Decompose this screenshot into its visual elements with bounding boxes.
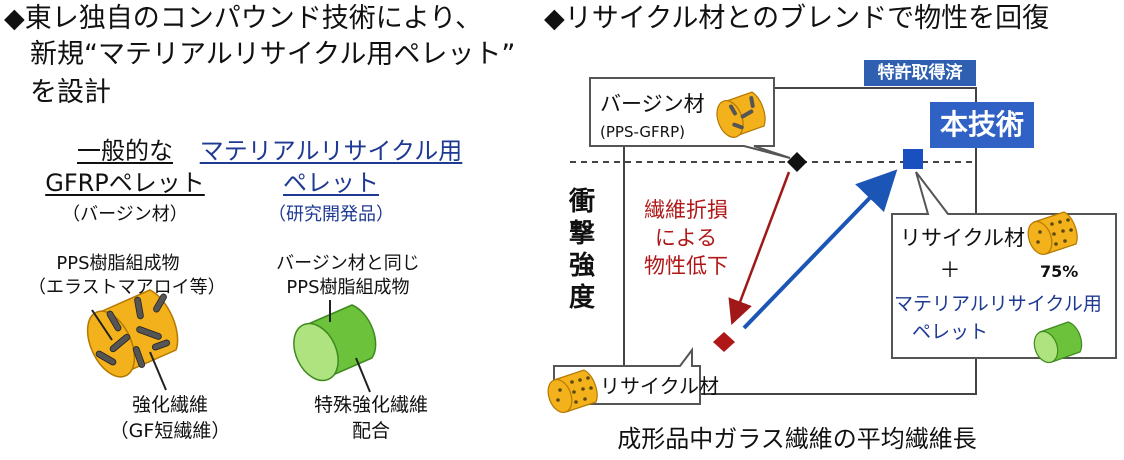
this-technology-point-marker	[903, 149, 923, 169]
recycle-pellet-title-line1: マテリアルリサイクル用	[199, 137, 463, 165]
same-note-line1: バージン材と同じ	[276, 253, 420, 274]
fiber-break-line3: 物性低下	[644, 254, 728, 278]
right-heading: ◆リサイクル材とのブレンドで物性を回復	[544, 3, 1050, 34]
left-heading-line2: 新規“マテリアルリサイクル用ペレット”	[30, 39, 516, 70]
blend-plus: ＋	[939, 258, 961, 282]
patent-badge: 特許取得済	[864, 60, 976, 86]
gfrp-pellet-icon	[86, 289, 179, 378]
y-axis-label: 衝 撃 強 度	[562, 186, 602, 314]
recycled-point-marker	[713, 332, 735, 352]
recycle-pellet-title-line2: ペレット	[283, 169, 379, 197]
recovery-arrow	[742, 169, 898, 330]
material-recycle-pellet-icon	[293, 304, 377, 382]
blend-recycled-label: リサイクル材	[900, 226, 1025, 250]
y-axis-char: 衝	[568, 187, 595, 217]
fiber-note-line2: （GF短繊維）	[109, 420, 231, 442]
special-note-line1: 特殊強化繊維	[313, 394, 428, 416]
pps-note-line1: PPS樹脂組成物	[56, 253, 180, 274]
degradation-arrow	[728, 171, 791, 326]
general-pellet-subtitle: （バージン材）	[62, 204, 188, 225]
fiber-note-line1: 強化繊維	[131, 394, 208, 416]
virgin-point-marker	[787, 152, 807, 172]
x-axis-label: 成形品中ガラス繊維の平均繊維長	[617, 425, 977, 453]
fiber-break-line2: による	[654, 226, 718, 250]
left-heading-line3: を設計	[30, 77, 111, 108]
same-note-line2: PPS樹脂組成物	[286, 277, 410, 298]
blend-percent: 75%	[1040, 262, 1079, 281]
virgin-sublabel: (PPS-GFRP)	[600, 123, 685, 141]
virgin-pellet-icon	[716, 91, 766, 138]
recycle-pellet-subtitle: （研究開発品）	[268, 204, 394, 225]
this-technology-badge: 本技術	[930, 102, 1034, 148]
general-pellet-title-line1: 一般的な	[77, 137, 173, 165]
y-axis-char: 度	[568, 283, 595, 313]
blend-mr-line2: ペレット	[911, 321, 988, 343]
blend-recycled-pellet-icon	[1027, 211, 1078, 256]
blend-mr-pellet-icon	[1033, 321, 1083, 364]
y-axis-char: 強	[568, 251, 595, 281]
recycled-label: リサイクル材	[600, 374, 719, 398]
left-heading-line1: ◆東レ独自のコンパウンド技術により、	[4, 3, 483, 34]
y-axis-char: 撃	[568, 219, 595, 249]
recycled-pellet-icon	[547, 369, 598, 414]
pps-note-line2: （エラストマアロイ等）	[28, 277, 226, 298]
pps-leader-line	[91, 309, 113, 341]
virgin-label: バージン材	[600, 92, 705, 116]
fiber-leader-line	[149, 351, 167, 391]
special-note-line2: 配合	[351, 420, 390, 442]
blend-mr-line1: マテリアルリサイクル用	[894, 293, 1102, 315]
special-leader-line	[355, 357, 371, 393]
fiber-break-line1: 繊維折損	[644, 198, 728, 222]
general-pellet-title-line2: GFRPペレット	[45, 169, 205, 197]
